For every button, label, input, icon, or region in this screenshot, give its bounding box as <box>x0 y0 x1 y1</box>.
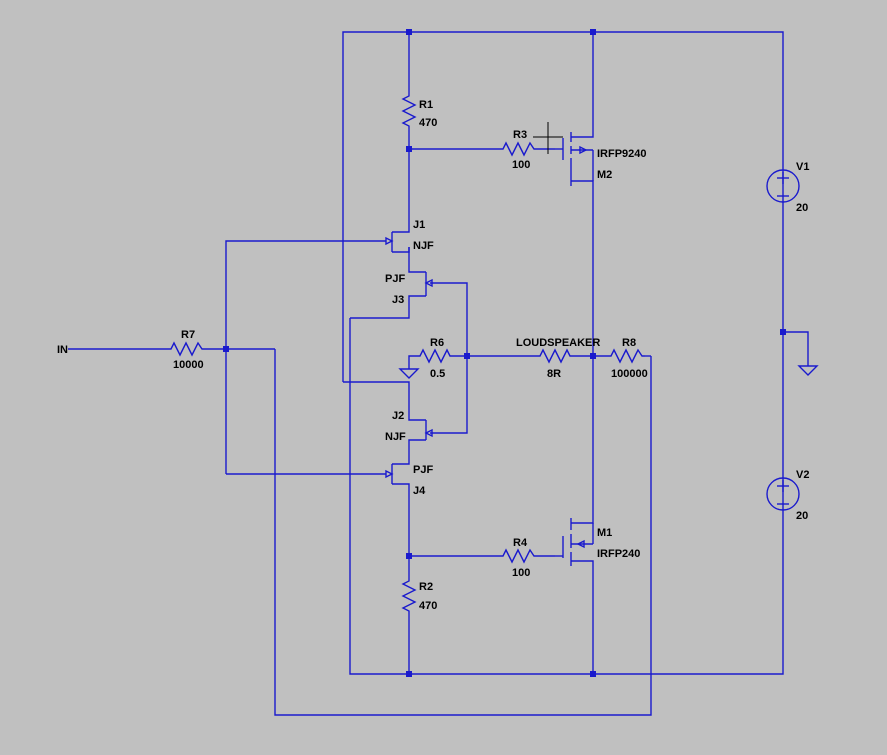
label-v2-value: 20 <box>796 510 808 522</box>
label-r7-value: 10000 <box>173 359 204 371</box>
label-j2-model: NJF <box>385 431 406 443</box>
label-r6-name: R6 <box>430 337 444 349</box>
labels: IN R1 470 R3 100 IRFP9240 M2 V1 20 J1 NJ… <box>57 99 809 612</box>
source-v1[interactable] <box>766 169 800 203</box>
wire-j3-source[interactable] <box>350 306 410 319</box>
wire-bottom-rail[interactable] <box>349 318 784 675</box>
junction-dot <box>406 146 412 152</box>
junction-dot <box>406 553 412 559</box>
jfet-j4[interactable] <box>385 456 410 498</box>
wire-top-rail[interactable] <box>342 31 784 382</box>
label-r2-value: 470 <box>419 600 437 612</box>
junction-dot <box>590 29 596 35</box>
label-m2-model: IRFP9240 <box>597 148 647 160</box>
junction-dot <box>406 29 412 35</box>
wire-j3-gate[interactable] <box>430 282 468 434</box>
label-r4-name: R4 <box>513 537 528 549</box>
label-m1-model: IRFP240 <box>597 548 640 560</box>
label-m1-name: M1 <box>597 527 612 539</box>
label-r7-name: R7 <box>181 329 195 341</box>
label-j2-name: J2 <box>392 410 404 422</box>
label-r8-value: 100000 <box>611 368 648 380</box>
mosfet-m2[interactable] <box>555 132 594 186</box>
label-r3-name: R3 <box>513 129 527 141</box>
label-r2-name: R2 <box>419 581 433 593</box>
label-j3-name: J3 <box>392 294 404 306</box>
wire-ground[interactable] <box>783 331 809 366</box>
label-r1-value: 470 <box>419 117 437 129</box>
label-speaker-value: 8R <box>547 368 561 380</box>
label-r8-name: R8 <box>622 337 636 349</box>
ground-symbol-r6 <box>398 368 420 379</box>
jfet-j1[interactable] <box>385 220 410 253</box>
ground-symbol <box>797 365 819 376</box>
junctions <box>223 29 786 677</box>
label-r3-value: 100 <box>512 159 530 171</box>
wire-j2-top[interactable] <box>343 381 410 406</box>
resistor-r4[interactable] <box>500 548 537 564</box>
junction-dot <box>590 671 596 677</box>
resistor-r6[interactable] <box>417 348 453 364</box>
resistor-r2[interactable] <box>401 578 417 614</box>
resistor-r1[interactable] <box>401 93 417 129</box>
source-v2[interactable] <box>766 477 800 511</box>
label-r6-value: 0.5 <box>430 368 445 380</box>
resistor-r3[interactable] <box>500 141 537 157</box>
label-v2-name: V2 <box>796 469 809 481</box>
junction-dot <box>590 353 596 359</box>
jfet-j3[interactable] <box>408 256 433 306</box>
label-in: IN <box>57 344 68 356</box>
junction-dot <box>464 353 470 359</box>
label-j3-model: PJF <box>385 273 405 285</box>
jfet-j2[interactable] <box>408 406 433 442</box>
label-v1-name: V1 <box>796 161 809 173</box>
resistors <box>168 93 645 614</box>
wire-feedback[interactable] <box>274 349 652 716</box>
mosfet-m1[interactable] <box>555 518 594 566</box>
crosshair-cursor-icon <box>533 122 563 154</box>
label-r4-value: 100 <box>512 567 530 579</box>
resistor-loudspeaker[interactable] <box>537 348 571 364</box>
label-j4-model: PJF <box>413 464 433 476</box>
wires <box>68 31 809 716</box>
label-v1-value: 20 <box>796 202 808 214</box>
label-speaker-name: LOUDSPEAKER <box>516 337 600 349</box>
label-j1-model: NJF <box>413 240 434 252</box>
label-j4-name: J4 <box>413 485 426 497</box>
junction-dot <box>780 329 786 335</box>
resistor-r8[interactable] <box>608 348 645 364</box>
junction-dot <box>406 671 412 677</box>
label-j1-name: J1 <box>413 219 425 231</box>
label-m2-name: M2 <box>597 169 612 181</box>
junction-dot <box>223 346 229 352</box>
wire-j1-gate[interactable] <box>225 240 386 474</box>
wire-r6-gnd[interactable] <box>408 355 417 369</box>
resistor-r7[interactable] <box>168 341 205 357</box>
label-r1-name: R1 <box>419 99 433 111</box>
